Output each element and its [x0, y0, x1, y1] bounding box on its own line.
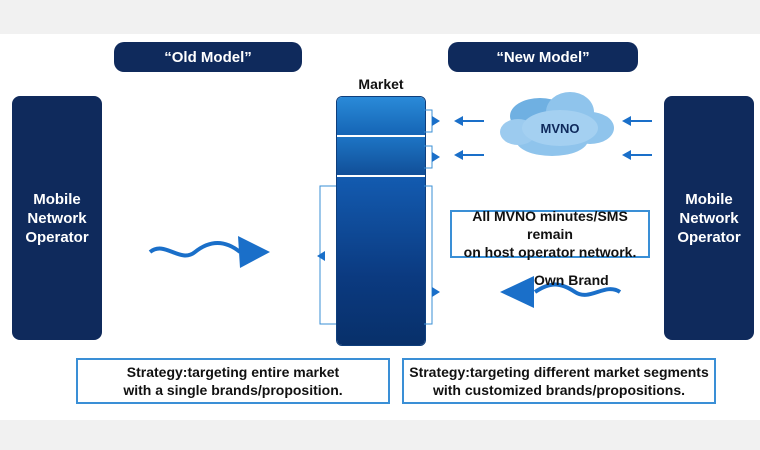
left-operator-line1: Mobile: [33, 190, 81, 208]
mvno-label: MVNO: [541, 121, 580, 136]
new-model-header: “New Model”: [448, 42, 638, 72]
old-model-header: “Old Model”: [114, 42, 302, 72]
top-band: [0, 0, 760, 34]
right-operator-line3: Operator: [677, 228, 741, 246]
own-brand-wave-arrow-line: [533, 282, 622, 297]
operator-to-cloud-arrow-2-head: [622, 150, 631, 160]
market-segment-1: [337, 97, 425, 135]
left-mobile-network-operator: Mobile Network Operator: [12, 96, 102, 340]
new-strategy-line1: Strategy:targeting different market segm…: [409, 364, 709, 380]
right-mobile-network-operator: Mobile Network Operator: [664, 96, 754, 340]
right-bracket-2: [424, 145, 433, 169]
right-bracket-3-arrow: [432, 287, 440, 297]
right-operator-line1: Mobile: [685, 190, 733, 208]
market-segment-2: [337, 137, 425, 175]
market-column: [336, 96, 426, 346]
right-bracket-3: [424, 185, 433, 325]
right-operator-line2: Network: [679, 209, 739, 227]
left-operator-line2: Network: [27, 209, 87, 227]
old-model-wave-arrow-head: [238, 236, 270, 268]
operator-to-cloud-arrow-1-head: [622, 116, 631, 126]
mvno-note-line2: on host operator network.: [463, 244, 637, 260]
right-bracket-1-arrow: [432, 116, 440, 126]
cloud-to-market-arrow-2-head: [454, 150, 463, 160]
cloud-to-market-arrow-1-head: [454, 116, 463, 126]
own-brand-wave-arrow-head: [500, 276, 534, 308]
new-strategy-note: Strategy:targeting different market segm…: [402, 358, 716, 404]
right-bracket-1: [424, 109, 433, 133]
new-model-label: “New Model”: [496, 48, 590, 66]
bottom-band: [0, 420, 760, 450]
old-model-label: “Old Model”: [164, 48, 252, 66]
right-bracket-2-arrow: [432, 152, 440, 162]
mvno-minutes-note: All MVNO minutes/SMS remain on host oper…: [450, 208, 650, 260]
old-strategy-line2: with a single brands/proposition.: [123, 382, 343, 398]
old-model-wave-arrow-line: [148, 241, 242, 258]
own-brand-label: Own Brand: [534, 272, 609, 288]
old-strategy-line1: Strategy:targeting entire market: [126, 364, 340, 380]
mvno-cloud: MVNO: [500, 92, 614, 156]
left-operator-line3: Operator: [25, 228, 89, 246]
left-bracket-arrow: [317, 251, 325, 261]
new-strategy-line2: with customized brands/propositions.: [432, 382, 685, 398]
old-strategy-note: Strategy:targeting entire market with a …: [76, 358, 390, 404]
mvno-note-line1: All MVNO minutes/SMS remain: [472, 208, 628, 242]
market-label: Market: [358, 76, 404, 92]
market-segment-mass: [337, 177, 425, 345]
